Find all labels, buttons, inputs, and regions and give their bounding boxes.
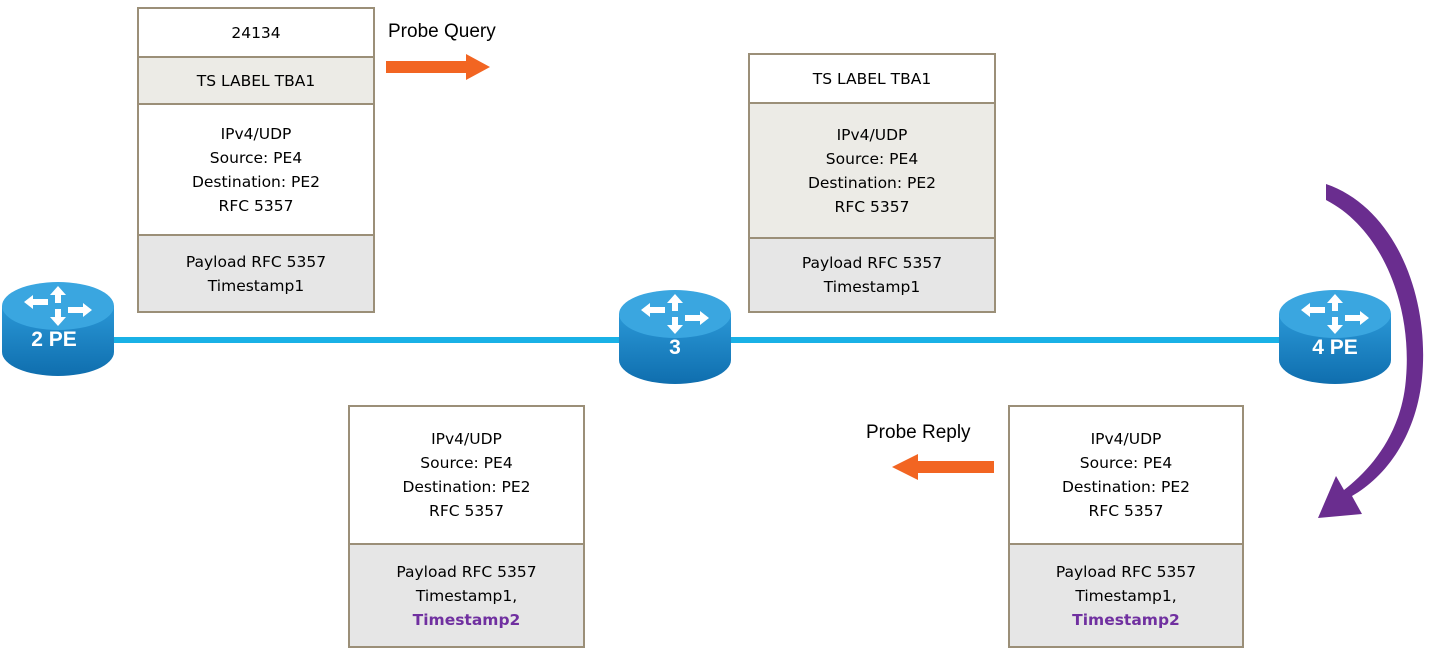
- ip-header-cell: IPv4/UDP Source: PE4 Destination: PE2 RF…: [350, 407, 583, 545]
- router-label: 2 PE: [31, 328, 77, 351]
- payload-line: Timestamp1,: [1075, 586, 1177, 605]
- mpls-label: 24134: [231, 23, 281, 42]
- turnaround-arrow-icon: [1318, 184, 1424, 518]
- ip-line: Destination: PE2: [402, 478, 531, 496]
- ip-header-cell: IPv4/UDP Source: PE4 Destination: PE2 RF…: [750, 104, 994, 239]
- ip-line: RFC 5357: [218, 196, 294, 215]
- router-p3[interactable]: 3: [617, 286, 733, 386]
- packet-query-at-p3: TS LABEL TBA1 IPv4/UDP Source: PE4 Desti…: [748, 53, 996, 313]
- ip-line: Destination: PE2: [1061, 478, 1191, 496]
- payload-line: Payload RFC 5357: [185, 252, 327, 271]
- payload-line: Timestamp1,: [415, 586, 518, 605]
- ip-line: IPv4/UDP: [431, 430, 502, 448]
- probe-reply-caption: Probe Reply: [866, 422, 971, 443]
- ip-line: Destination: PE2: [807, 173, 937, 192]
- ts-label: TS LABEL TBA1: [812, 69, 932, 88]
- ip-line: IPv4/UDP: [220, 124, 292, 143]
- payload-line: Payload RFC 5357: [1055, 562, 1197, 581]
- ip-line: Destination: PE2: [191, 172, 321, 191]
- link-p3-pe4: [720, 337, 1300, 343]
- timestamp2-line: Timestamp2: [1072, 610, 1180, 629]
- ts-label-cell: TS LABEL TBA1: [139, 58, 373, 105]
- label-cell-24134: 24134: [139, 9, 373, 58]
- probe-reply-arrow-icon: [892, 454, 994, 480]
- timestamp2-line: Timestamp2: [412, 610, 521, 629]
- link-pe2-p3: [100, 337, 640, 343]
- packet-query-at-pe4: 24134 TS LABEL TBA1 IPv4/UDP Source: PE4…: [137, 7, 375, 313]
- packet-reply-at-pe4: IPv4/UDP Source: PE4 Destination: PE2 RF…: [1008, 405, 1244, 648]
- payload-cell: Payload RFC 5357 Timestamp1, Timestamp2: [350, 545, 583, 646]
- router-icon: [2, 282, 114, 376]
- ip-line: Source: PE4: [420, 454, 513, 472]
- probe-query-caption: Probe Query: [388, 21, 496, 42]
- router-label: 4 PE: [1312, 336, 1358, 359]
- ip-line: Source: PE4: [1079, 454, 1173, 472]
- router-label: 3: [669, 336, 681, 359]
- ip-line: RFC 5357: [834, 197, 910, 216]
- ts-label-cell: TS LABEL TBA1: [750, 55, 994, 104]
- ip-line: Source: PE4: [825, 149, 919, 168]
- router-pe2[interactable]: 2 PE: [0, 278, 116, 378]
- ip-line: Source: PE4: [209, 148, 303, 167]
- payload-line: Timestamp1: [823, 278, 921, 296]
- probe-query-arrow-icon: [386, 54, 490, 80]
- payload-line: Timestamp1: [207, 276, 305, 295]
- ip-header-cell: IPv4/UDP Source: PE4 Destination: PE2 RF…: [1010, 407, 1242, 545]
- packet-reply-at-p3: IPv4/UDP Source: PE4 Destination: PE2 RF…: [348, 405, 585, 648]
- payload-line: Payload RFC 5357: [396, 562, 537, 581]
- payload-cell: Payload RFC 5357 Timestamp1: [139, 236, 373, 311]
- ip-line: RFC 5357: [1088, 502, 1164, 520]
- ts-label: TS LABEL TBA1: [196, 71, 316, 90]
- ip-line: RFC 5357: [429, 502, 504, 520]
- payload-cell: Payload RFC 5357 Timestamp1, Timestamp2: [1010, 545, 1242, 646]
- payload-cell: Payload RFC 5357 Timestamp1: [750, 239, 994, 311]
- router-icon: [619, 290, 731, 384]
- router-icon: [1279, 290, 1391, 384]
- router-pe4[interactable]: 4 PE: [1277, 286, 1393, 386]
- ip-line: IPv4/UDP: [1090, 430, 1162, 448]
- ip-line: IPv4/UDP: [836, 125, 908, 144]
- payload-line: Payload RFC 5357: [801, 254, 943, 272]
- ip-header-cell: IPv4/UDP Source: PE4 Destination: PE2 RF…: [139, 105, 373, 236]
